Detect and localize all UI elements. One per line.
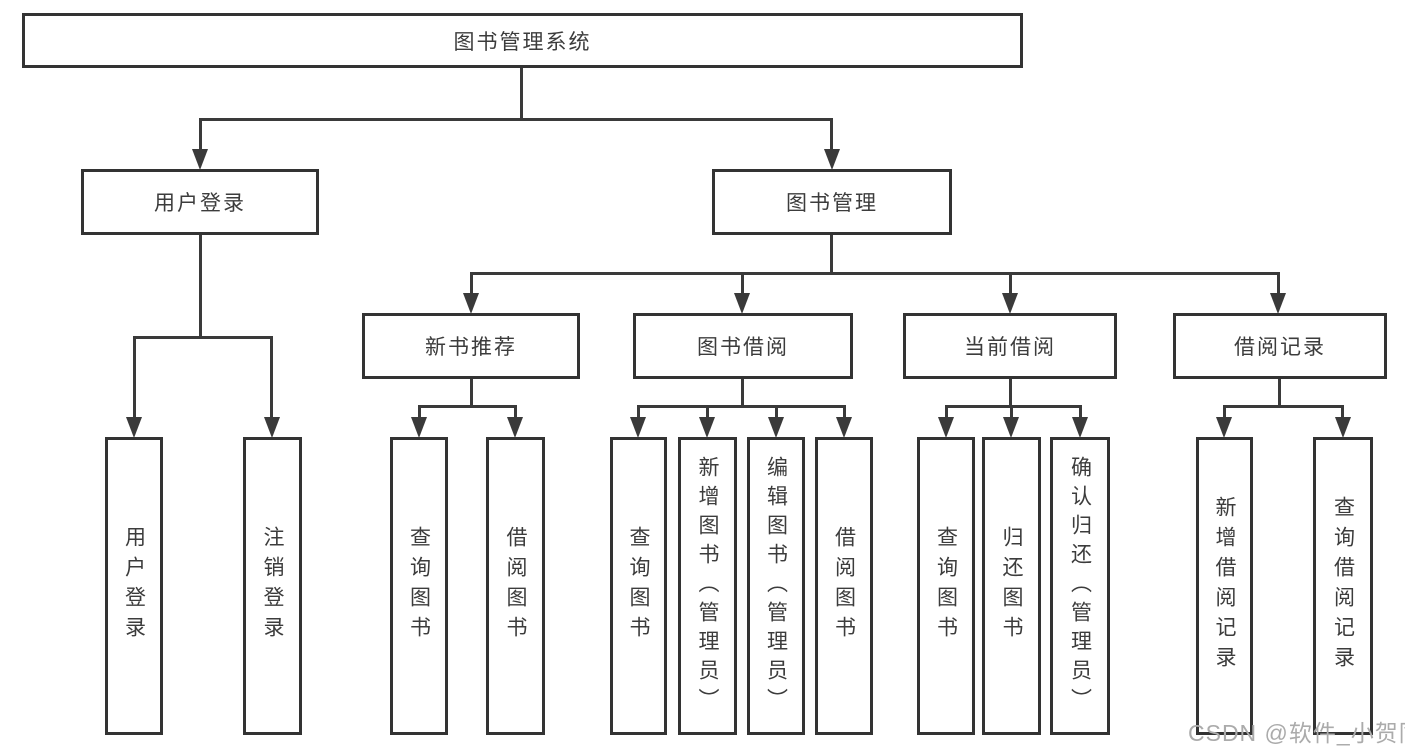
connector-line bbox=[1079, 405, 1082, 419]
connector-line bbox=[830, 118, 833, 152]
arrow-down-icon bbox=[938, 417, 954, 438]
arrow-down-icon bbox=[411, 417, 427, 438]
node-nb-query-books-label: 查询图书 bbox=[407, 526, 431, 646]
node-user-login-label: 用户登录 bbox=[154, 192, 246, 215]
connector-line bbox=[706, 405, 709, 419]
node-borrowing-records: 借阅记录 bbox=[1173, 313, 1387, 379]
arrow-down-icon bbox=[463, 293, 479, 314]
node-br-add-record-label: 新增借阅记录 bbox=[1213, 496, 1236, 676]
arrow-down-icon bbox=[507, 417, 523, 438]
node-br-query-record-label: 查询借阅记录 bbox=[1331, 496, 1355, 676]
node-cb-confirm-return: 确认归还（管理员） bbox=[1050, 437, 1110, 735]
node-bb-add-books-label: 新增图书（管理员） bbox=[696, 455, 719, 717]
connector-line bbox=[199, 118, 202, 152]
arrow-down-icon bbox=[1216, 417, 1232, 438]
node-bb-add-books: 新增图书（管理员） bbox=[678, 437, 737, 735]
node-borrowing-records-label: 借阅记录 bbox=[1234, 336, 1326, 359]
connector-line bbox=[1223, 405, 1226, 419]
arrow-down-icon bbox=[734, 293, 750, 314]
node-book-borrowing-label: 图书借阅 bbox=[697, 336, 789, 359]
node-br-add-record: 新增借阅记录 bbox=[1196, 437, 1253, 735]
connector-line bbox=[1009, 379, 1012, 407]
connector-line bbox=[470, 272, 473, 296]
connector-line bbox=[637, 405, 640, 419]
arrow-down-icon bbox=[630, 417, 646, 438]
connector-line bbox=[1277, 272, 1280, 296]
node-new-book-recommend-label: 新书推荐 bbox=[425, 336, 517, 359]
node-nb-query-books: 查询图书 bbox=[390, 437, 448, 735]
connector-line bbox=[270, 336, 273, 419]
arrow-down-icon bbox=[824, 149, 840, 170]
connector-line bbox=[520, 68, 523, 120]
node-user-login-leaf-label: 用户登录 bbox=[122, 526, 146, 646]
arrow-down-icon bbox=[1002, 293, 1018, 314]
connector-line bbox=[843, 405, 846, 419]
connector-line bbox=[199, 118, 833, 121]
connector-line bbox=[470, 379, 473, 407]
connector-line bbox=[470, 272, 1279, 275]
arrow-down-icon bbox=[126, 417, 142, 438]
arrow-down-icon bbox=[699, 417, 715, 438]
node-book-borrowing: 图书借阅 bbox=[633, 313, 853, 379]
node-cb-query-books: 查询图书 bbox=[917, 437, 975, 735]
watermark: CSDN @软件_小贺同学 bbox=[1188, 720, 1405, 746]
node-cb-confirm-return-label: 确认归还（管理员） bbox=[1068, 455, 1092, 717]
arrow-down-icon bbox=[1003, 417, 1019, 438]
connector-line bbox=[1223, 405, 1343, 408]
connector-line bbox=[514, 405, 517, 419]
node-new-book-recommend: 新书推荐 bbox=[362, 313, 580, 379]
node-book-management-label: 图书管理 bbox=[786, 192, 878, 215]
connector-line bbox=[775, 405, 778, 419]
arrow-down-icon bbox=[1270, 293, 1286, 314]
node-br-query-record: 查询借阅记录 bbox=[1313, 437, 1373, 735]
node-root-label: 图书管理系统 bbox=[453, 30, 592, 54]
node-bb-borrow-books: 借阅图书 bbox=[815, 437, 873, 735]
node-cb-return-books: 归还图书 bbox=[982, 437, 1041, 735]
connector-line bbox=[418, 405, 516, 408]
node-book-management: 图书管理 bbox=[712, 169, 952, 235]
connector-line bbox=[199, 235, 202, 339]
node-logout: 注销登录 bbox=[243, 437, 302, 735]
node-root: 图书管理系统 bbox=[22, 13, 1023, 68]
connector-line bbox=[830, 235, 833, 275]
node-cb-query-books-label: 查询图书 bbox=[934, 526, 958, 646]
connector-line bbox=[1341, 405, 1344, 419]
connector-line bbox=[133, 336, 136, 419]
connector-line bbox=[418, 405, 421, 419]
node-nb-borrow-books: 借阅图书 bbox=[486, 437, 545, 735]
arrow-down-icon bbox=[1335, 417, 1351, 438]
connector-line bbox=[945, 405, 948, 419]
arrow-down-icon bbox=[768, 417, 784, 438]
arrow-down-icon bbox=[836, 417, 852, 438]
node-logout-label: 注销登录 bbox=[261, 526, 284, 646]
node-current-borrowing-label: 当前借阅 bbox=[964, 336, 1056, 359]
connector-line bbox=[1009, 272, 1012, 296]
connector-line bbox=[1278, 379, 1281, 407]
connector-line bbox=[741, 379, 744, 407]
node-user-login: 用户登录 bbox=[81, 169, 319, 235]
node-bb-query-books-label: 查询图书 bbox=[627, 526, 650, 646]
node-bb-edit-books-label: 编辑图书（管理员） bbox=[764, 455, 788, 717]
arrow-down-icon bbox=[1072, 417, 1088, 438]
arrow-down-icon bbox=[192, 149, 208, 170]
node-nb-borrow-books-label: 借阅图书 bbox=[504, 526, 527, 646]
node-cb-return-books-label: 归还图书 bbox=[1000, 526, 1023, 646]
connector-line bbox=[637, 405, 845, 408]
node-user-login-leaf: 用户登录 bbox=[105, 437, 163, 735]
connector-line bbox=[133, 336, 273, 339]
connector-line bbox=[741, 272, 744, 296]
connector-line bbox=[1010, 405, 1013, 419]
node-bb-borrow-books-label: 借阅图书 bbox=[832, 526, 856, 646]
arrow-down-icon bbox=[264, 417, 280, 438]
node-current-borrowing: 当前借阅 bbox=[903, 313, 1117, 379]
node-bb-query-books: 查询图书 bbox=[610, 437, 667, 735]
node-bb-edit-books: 编辑图书（管理员） bbox=[747, 437, 805, 735]
